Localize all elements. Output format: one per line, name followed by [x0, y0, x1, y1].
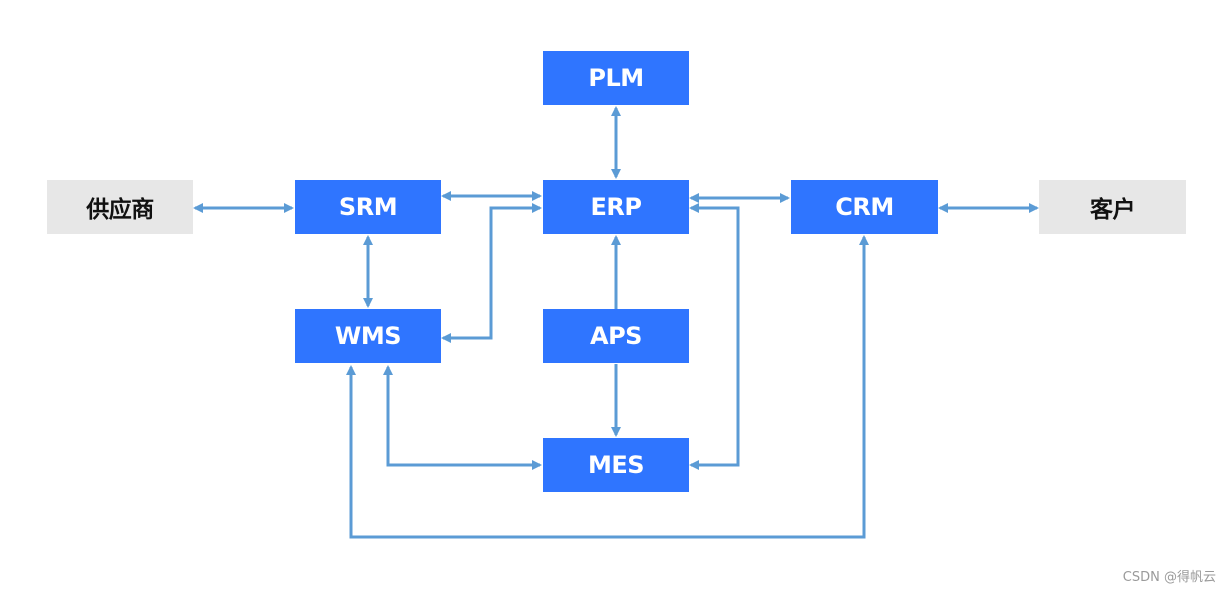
watermark: CSDN @得帆云: [1122, 570, 1216, 585]
node-mes-label: MES: [587, 451, 645, 479]
node-srm: SRM: [295, 180, 441, 234]
edge-wms-crm: [346, 235, 869, 539]
node-customer: 客户: [1039, 180, 1186, 234]
edge-erp-wms: [441, 203, 542, 343]
node-aps-label: APS: [590, 322, 642, 350]
edge-mes-wms: [383, 365, 542, 470]
node-erp-label: ERP: [590, 193, 642, 221]
node-crm: CRM: [791, 180, 938, 234]
node-plm-label: PLM: [588, 64, 644, 92]
node-plm: PLM: [543, 51, 689, 105]
node-supplier-label: 供应商: [86, 197, 154, 223]
node-customer-label: 客户: [1090, 197, 1136, 223]
node-srm-label: SRM: [338, 193, 398, 221]
node-supplier: 供应商: [47, 180, 193, 234]
node-wms-label: WMS: [334, 322, 402, 350]
node-erp: ERP: [543, 180, 689, 234]
edge-erp-mes: [689, 203, 740, 470]
node-mes: MES: [543, 438, 689, 492]
node-crm-label: CRM: [835, 193, 894, 221]
node-wms: WMS: [295, 309, 441, 363]
node-aps: APS: [543, 309, 689, 363]
